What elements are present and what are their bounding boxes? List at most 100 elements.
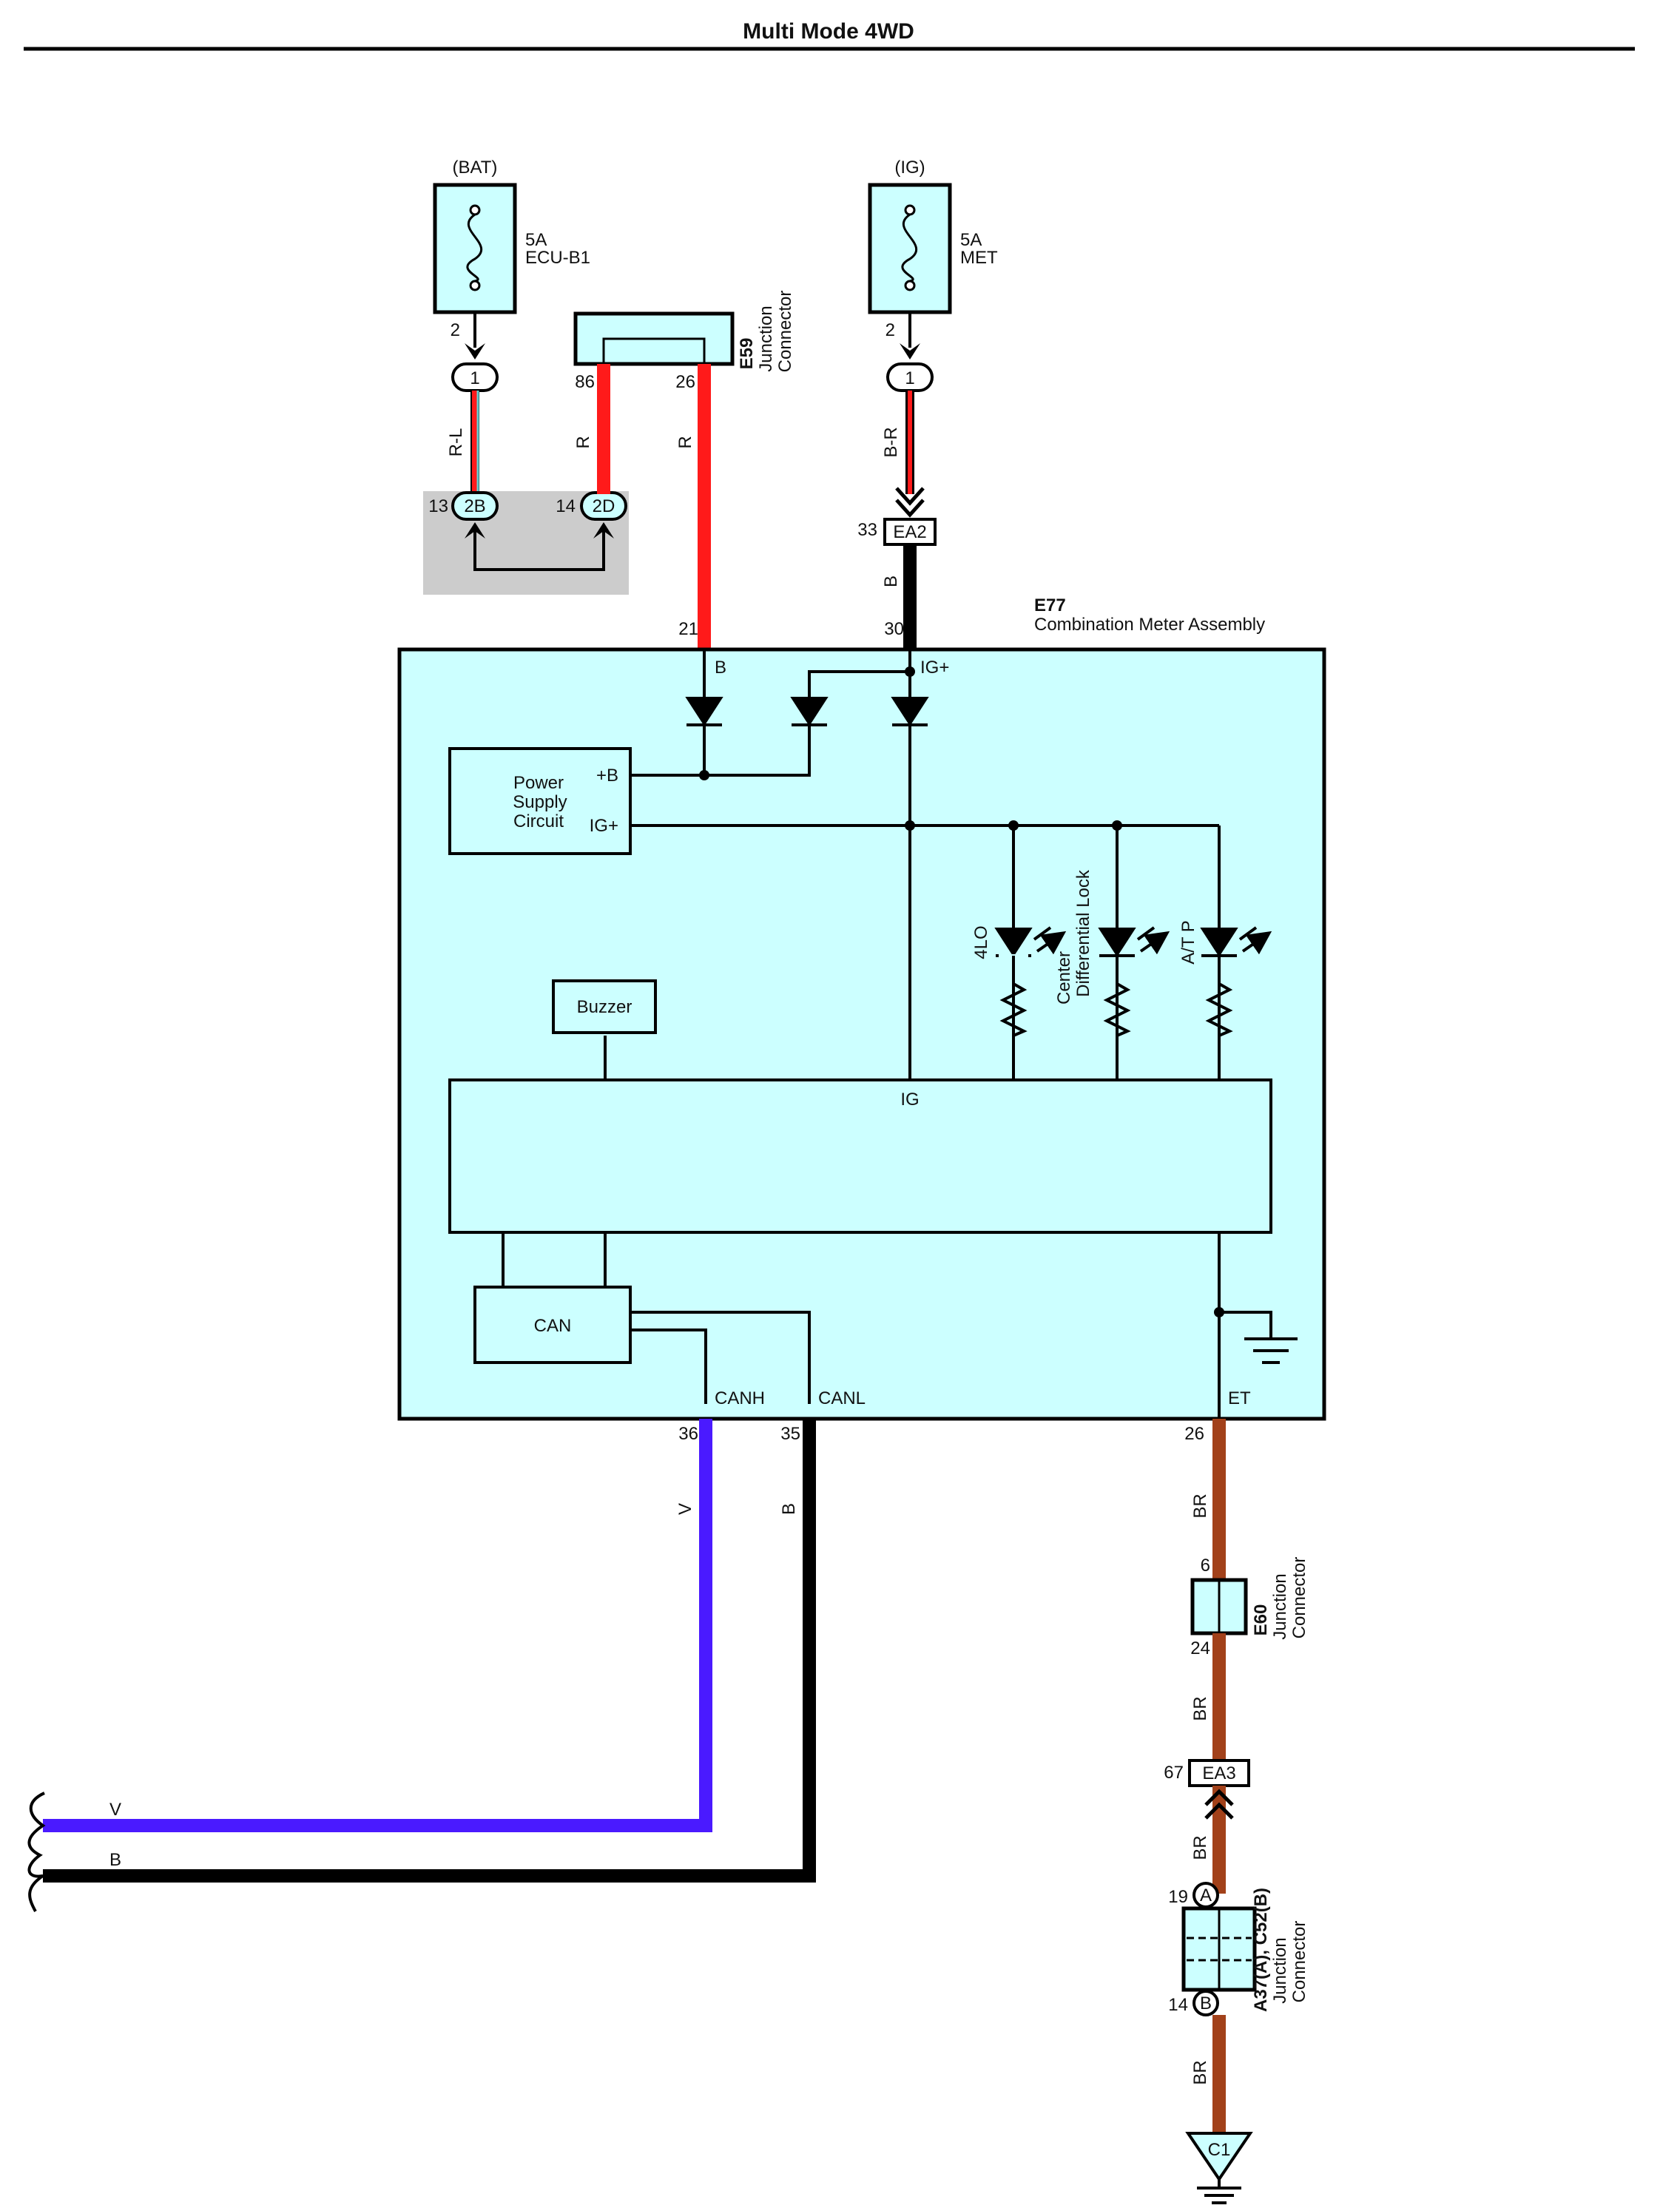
indicator-at-p-label: A/T P — [1178, 920, 1198, 965]
fuse-ig-element-icon — [901, 213, 917, 283]
can-wires: 36 35 V B V B — [27, 1419, 816, 1912]
a37-pin-19: 19 — [1168, 1887, 1188, 1907]
wire-b-ig-label: B — [881, 575, 901, 587]
led-4lo-rays-icon — [1033, 928, 1056, 951]
fuse-bat-name: ECU-B1 — [525, 248, 590, 268]
a37-conn-b — [1192, 1990, 1219, 2016]
diode-ig-icon — [891, 697, 929, 726]
wire-r2-label: R — [675, 436, 695, 448]
buzzer-box — [552, 979, 657, 1034]
fuse-bat-connector-label: 1 — [470, 368, 479, 388]
a37-conn-a-label: A — [1200, 1885, 1212, 1905]
fuse-bat-source: (BAT) — [453, 158, 498, 178]
page-title: Multi Mode 4WD — [743, 19, 914, 44]
meter-pin-30: 30 — [884, 619, 904, 639]
ground-c1-label: C1 — [1208, 2140, 1231, 2160]
can-label: CAN — [534, 1316, 572, 1336]
power-supply-line1: Power — [513, 773, 564, 793]
fuse-ig-box — [868, 183, 952, 314]
diode-mid-icon — [790, 697, 829, 726]
e59-pin-86: 86 — [575, 372, 595, 392]
wire-b-canl-label: B — [779, 1503, 799, 1515]
indicator-center-label-line1: Center — [1054, 951, 1074, 1005]
resistor-4lo-icon — [999, 954, 1028, 1037]
wire-b-out-label: B — [109, 1850, 121, 1870]
e60-code: E60 — [1251, 1604, 1271, 1636]
indicator-at-p: A/T P — [1178, 920, 1262, 1037]
wire-br-label: B-R — [881, 427, 901, 457]
fuse-bat-element-icon — [466, 213, 482, 283]
wire-break-icon — [27, 1792, 46, 1912]
a37-conn-b-label: B — [1200, 1993, 1212, 2013]
meter-name: Combination Meter Assembly — [1034, 615, 1265, 635]
connector-2d-label: 2D — [593, 496, 615, 516]
e60-desc2: Connector — [1289, 1557, 1309, 1639]
ground-c1-triangle-icon — [1185, 2132, 1253, 2182]
ground-c1-icon — [1197, 2187, 1241, 2204]
wire-v-canh — [43, 1419, 712, 1832]
led-center-diff-rays-icon — [1136, 928, 1160, 951]
meter-terminal-ig: IG+ — [920, 658, 949, 678]
wire-br4-label: BR — [1190, 2060, 1210, 2084]
e59-desc2: Connector — [775, 291, 795, 373]
ea3-chevron-icon — [1204, 1789, 1234, 1820]
e60-pin-24: 24 — [1190, 1638, 1210, 1658]
connector-ea2: 33 EA2 B — [857, 518, 937, 648]
fuse-ig-source: (IG) — [894, 158, 925, 178]
meter-ig-bus-label: IG — [900, 1090, 919, 1110]
meter-pin-21: 21 — [678, 619, 698, 639]
fuse-bat-rating: 5A — [525, 230, 547, 250]
ea3-pin: 67 — [1164, 1763, 1184, 1783]
wire-rl-label: R-L — [446, 428, 466, 457]
fuse-bat-box — [433, 183, 517, 314]
wire-r-l: R-L — [446, 391, 479, 494]
indicator-4lo: 4LO — [971, 925, 1056, 1037]
fuse-ig-name: MET — [960, 248, 998, 268]
connector-2b-arrow-icon — [465, 522, 485, 539]
indicator-center-label-line2: Differential Lock — [1073, 869, 1093, 997]
fuse-met: (IG) 5A MET 2 1 — [868, 158, 998, 392]
diode-b-icon — [685, 697, 723, 726]
ground-branch: 26 BR 6 24 E60 Junction Connector BR 67 … — [1164, 1419, 1309, 2204]
shaded-block: 13 2B 14 2D — [423, 491, 629, 595]
junction-e59: E59 Junction Connector 86 26 R R — [573, 291, 795, 648]
pin-14: 14 — [556, 496, 576, 516]
combination-meter: E77 Combination Meter Assembly 21 30 B I… — [397, 595, 1326, 1421]
e59-desc1: Junction — [756, 305, 776, 371]
wire-b-canl — [43, 1419, 816, 1883]
connector-2b-label: 2B — [464, 496, 485, 516]
fuse-ig-pin: 2 — [885, 320, 895, 340]
power-supply-plus-b: +B — [596, 766, 618, 786]
fuse-bat-pin: 2 — [451, 320, 460, 340]
wire-v-out-label: V — [109, 1800, 121, 1820]
e59-box — [573, 311, 735, 366]
meter-terminal-et: ET — [1228, 1388, 1251, 1408]
can-box — [473, 1286, 632, 1364]
wire-br1-label: BR — [1190, 1493, 1210, 1518]
e59-code: E59 — [737, 338, 757, 370]
meter-main-circuit — [448, 1078, 1272, 1234]
wire-br3-label: BR — [1190, 1835, 1210, 1860]
resistor-at-p-icon — [1205, 956, 1233, 1037]
meter-pin-36: 36 — [678, 1424, 698, 1444]
connector-2b — [451, 491, 499, 521]
pin-13: 13 — [428, 496, 448, 516]
a37-code: A37(A), C52(B) — [1251, 1888, 1271, 2012]
a37-desc1: Junction — [1270, 1937, 1290, 2003]
meter-pin-et: 26 — [1184, 1424, 1204, 1444]
ea2-chevron-icon — [895, 487, 925, 518]
meter-terminal-canl: CANL — [818, 1388, 866, 1408]
indicator-center-diff-lock: Center Differential Lock — [1054, 869, 1160, 1037]
fuse-ig-connector-label: 1 — [905, 368, 914, 388]
a37-pin-14: 14 — [1168, 1995, 1188, 2015]
meter-pin-35: 35 — [780, 1424, 800, 1444]
ea3-label: EA3 — [1202, 1763, 1235, 1783]
wire-v-canh-label: V — [675, 1503, 695, 1515]
power-supply-ig-plus: IG+ — [590, 816, 618, 836]
buzzer-label: Buzzer — [577, 997, 632, 1017]
connector-2d-arrow-icon — [593, 522, 614, 539]
power-supply-box — [448, 747, 632, 855]
meter-terminal-canh: CANH — [715, 1388, 765, 1408]
fuse-ecu-b1: (BAT) 5A ECU-B1 2 1 — [433, 158, 590, 392]
indicator-4lo-label: 4LO — [971, 925, 991, 959]
